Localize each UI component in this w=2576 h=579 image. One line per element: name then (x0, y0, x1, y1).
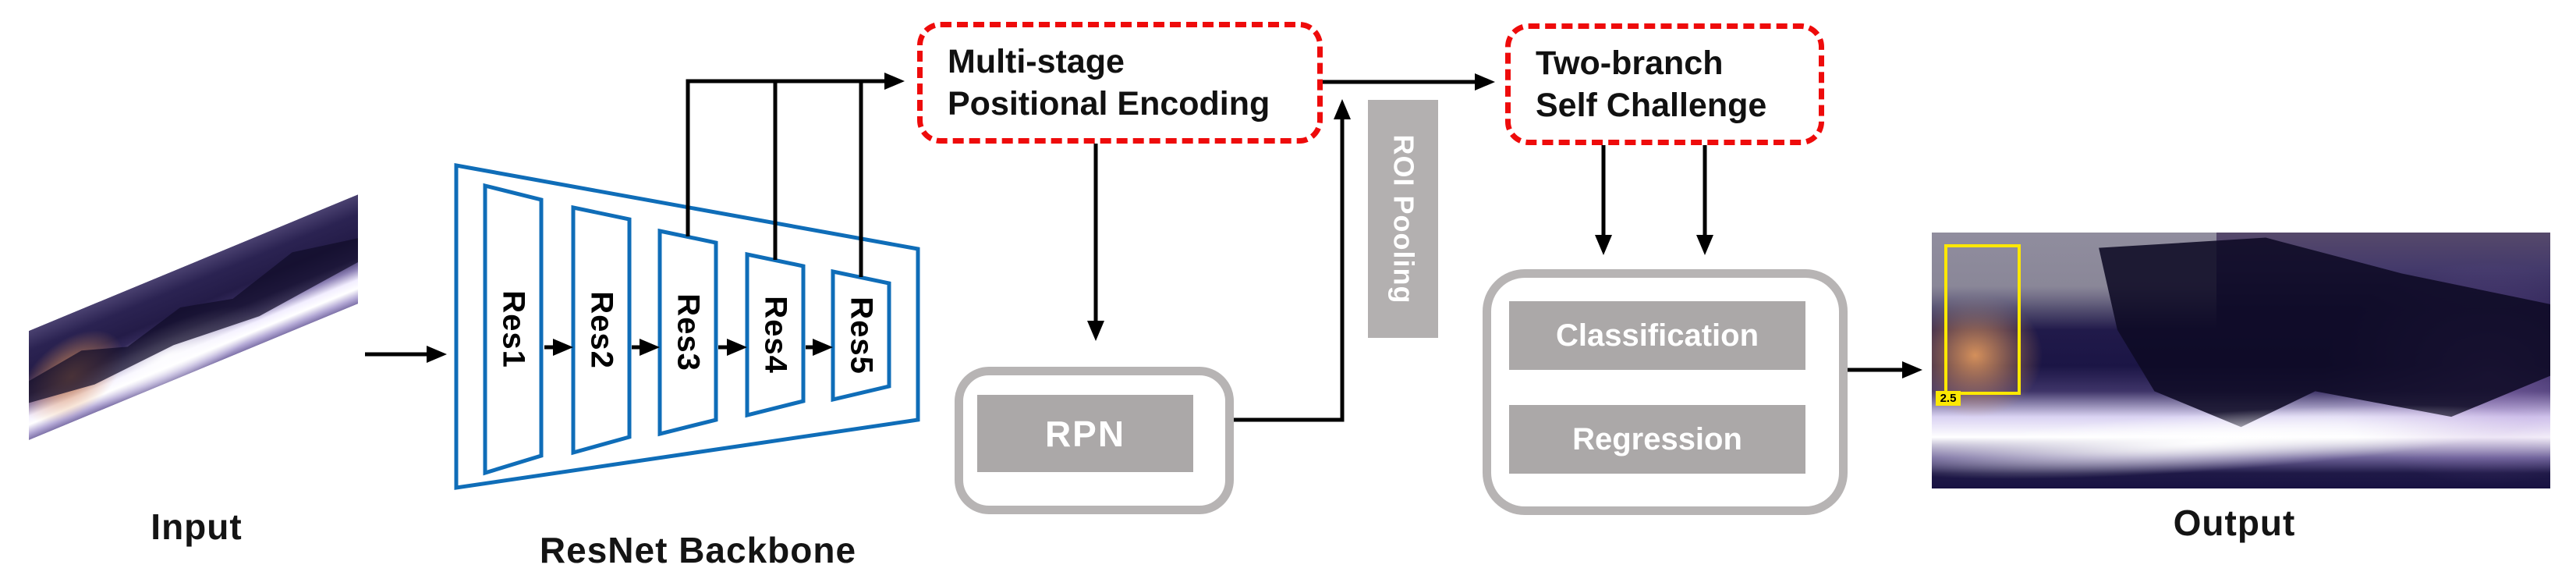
resnet-backbone-shape (454, 163, 920, 490)
roi-pooling-label: ROI Pooling (1387, 134, 1420, 304)
rpn-bar: RPN (977, 395, 1193, 472)
res2-label: Res2 (584, 291, 619, 369)
res4-label: Res4 (758, 296, 793, 374)
output-image: 2.5 (1932, 233, 2550, 488)
mspe-line2: Positional Encoding (948, 85, 1270, 123)
roi-pooling-box: ROI Pooling (1368, 100, 1438, 338)
two-branch-line1: Two-branch (1536, 44, 1724, 82)
res4-block-shape (745, 251, 806, 418)
res3-block-shape (657, 228, 718, 437)
detection-bounding-box (1944, 244, 2021, 395)
output-label: Output (2173, 503, 2296, 543)
multi-stage-positional-encoding-box: Multi-stage Positional Encoding (917, 22, 1323, 144)
res1-label: Res1 (496, 290, 531, 368)
detection-score-badge: 2.5 (1936, 391, 1961, 406)
res1-block-shape (483, 183, 544, 476)
regression-bar: Regression (1509, 405, 1805, 474)
mspe-line1: Multi-stage (948, 42, 1125, 80)
res5-block-shape (831, 268, 891, 403)
two-branch-self-challenge-box: Two-branch Self Challenge (1505, 23, 1824, 145)
res3-label: Res3 (671, 293, 706, 371)
res2-block-shape (571, 204, 632, 456)
arrow-rpn-to-roi-up (1217, 99, 1351, 422)
input-label: Input (151, 506, 243, 547)
backbone-label: ResNet Backbone (539, 530, 857, 570)
arrow-backbone-to-mspe (686, 72, 905, 236)
classification-bar: Classification (1509, 301, 1805, 370)
res5-label: Res5 (844, 297, 879, 375)
two-branch-line2: Self Challenge (1536, 87, 1767, 124)
